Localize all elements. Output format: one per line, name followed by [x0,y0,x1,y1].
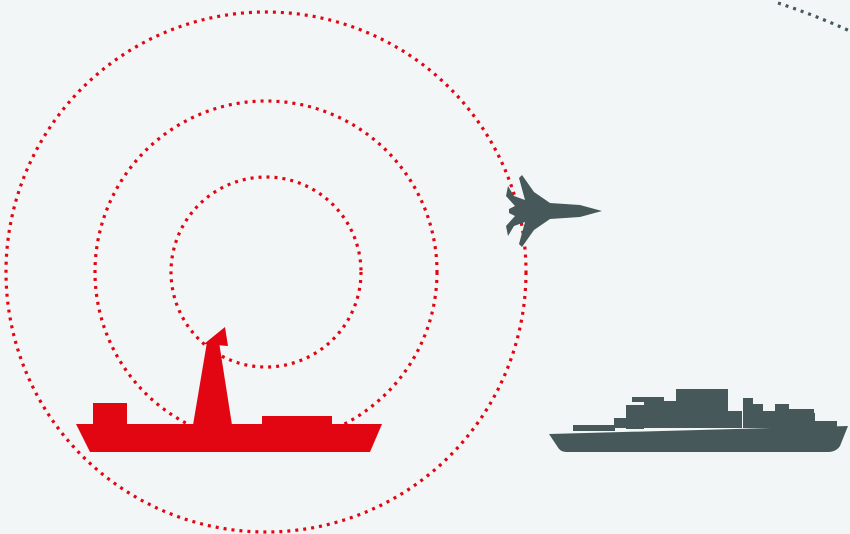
enemy-ship-bridge [626,405,644,429]
enemy-ship-main-superstructure [676,389,728,428]
enemy-ship-bow-turret [614,418,626,428]
enemy-ship-aft-gun [786,409,814,413]
enemy-ship-aft-block [728,411,742,428]
own-ship-aft-deck [262,416,332,425]
enemy-ship-aft-mast [753,404,763,428]
enemy-ship-hangar [763,411,775,428]
enemy-ship-deckhouse [644,401,676,428]
enemy-ship-funnel [743,398,753,428]
enemy-ship-stern-deck [815,421,837,428]
own-ship-hull [76,424,382,452]
own-ship-forward-superstructure [93,403,127,425]
enemy-ship-aft-housing [775,413,815,428]
enemy-ship-bow-gun [573,425,615,431]
